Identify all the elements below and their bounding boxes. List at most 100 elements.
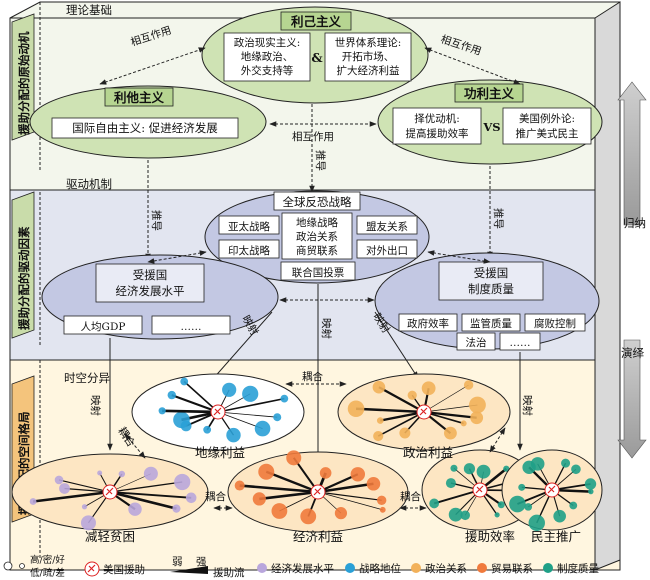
cluster-label-political: 政治利益 [403, 445, 453, 460]
recipient-dot [448, 507, 463, 522]
aid-flow-line [64, 487, 111, 493]
map-arrow-3 [374, 311, 419, 379]
us-aid-icon [475, 485, 484, 494]
recipient-dot [242, 385, 259, 402]
aid-flow-line [378, 386, 425, 413]
recipient-dot [167, 390, 176, 400]
recipient-dot [54, 475, 64, 485]
us-aid-icon [213, 407, 222, 416]
recipient-dot [469, 396, 486, 414]
recipient-dot [59, 483, 70, 494]
svg-text:经济发展水平: 经济发展水平 [271, 562, 334, 575]
recipient-dot [174, 473, 191, 491]
svg-text:择优动机:: 择优动机: [414, 112, 460, 125]
svg-text:推广美式民主: 推广美式民主 [516, 127, 579, 140]
map-arrow-1 [211, 311, 273, 381]
recipient-dot [172, 504, 181, 513]
layer-title-driver: 驱动机制 [66, 177, 112, 191]
svg-text:耦合: 耦合 [400, 490, 421, 503]
recipient-dot [319, 467, 332, 479]
recipient-dot [460, 420, 467, 427]
cluster-democracy [501, 449, 603, 532]
recipient-dot [584, 478, 597, 490]
recipient-dot [528, 514, 545, 532]
recipient-dot [350, 467, 366, 482]
svg-text:援助分配的驱动因素: 援助分配的驱动因素 [17, 226, 31, 330]
svg-text:法治: 法治 [466, 336, 487, 349]
recipient-dot [399, 427, 411, 439]
recipient-dot [379, 506, 386, 513]
svg-text:政治现实主义:: 政治现实主义: [234, 36, 301, 49]
recipient-dot [271, 503, 288, 519]
recipient-dot [470, 411, 484, 425]
induction-arrow: 归纳 [617, 81, 647, 230]
svg-text:商贸联系: 商贸联系 [296, 244, 338, 257]
svg-text:贸易联系: 贸易联系 [491, 563, 533, 575]
recipient-dot [373, 430, 384, 442]
recipient-dot [185, 492, 197, 504]
recipient-dot [460, 510, 470, 521]
aid-flow-line [217, 411, 278, 418]
legend-level: 高/密/好 低/疏/差 [3, 554, 65, 579]
svg-text:提高援助效率: 提高援助效率 [406, 127, 469, 140]
economic-level-ellipse: 受援国 经济发展水平 人均GDP …… [41, 254, 279, 340]
svg-text:外交支持等: 外交支持等 [241, 64, 294, 77]
svg-text:盟友关系: 盟友关系 [366, 220, 408, 233]
recipient-dot [553, 509, 566, 523]
cluster-economic [227, 450, 409, 533]
recipient-dot [29, 498, 37, 505]
recipient-dot [226, 427, 241, 443]
svg-text:全球反恐战略: 全球反恐战略 [283, 195, 352, 209]
recipient-dot [518, 483, 526, 491]
aid-flow-line [355, 407, 425, 414]
aid-flow-line [162, 409, 219, 414]
recipient-dot [571, 464, 581, 475]
layer-title-spatial: 时空分异 [64, 371, 110, 385]
svg-text:美国援助: 美国援助 [103, 563, 145, 576]
svg-text:&: & [311, 50, 323, 65]
recipient-dot [588, 488, 594, 495]
legend-trade-dot: 贸易联系 [477, 563, 533, 575]
egoism-ellipse: 利己主义 政治现实主义: 地缘政治、 外交支持等 & 世界体系理论: 开拓市场、… [201, 6, 429, 104]
svg-text:相互作用: 相互作用 [292, 130, 334, 143]
aid-flow-line [317, 491, 383, 511]
us-aid-icon [313, 487, 322, 496]
recipient-dot [509, 495, 526, 513]
svg-text:政府效率: 政府效率 [407, 317, 449, 330]
recipient-dot [280, 394, 289, 403]
svg-text:推导: 推导 [150, 210, 163, 231]
recipient-dot [118, 470, 126, 478]
aid-flow-line [171, 394, 219, 413]
recipient-dot [128, 502, 142, 516]
aid-flow-line [265, 470, 319, 494]
strategy-ellipse: 全球反恐战略 亚太战略 印太战略 地缘战略 政治关系 商贸联系 盟友关系 对外出… [204, 190, 430, 284]
legend-strategic-dot: 战略地位 [345, 562, 401, 575]
aid-flow-line [423, 410, 477, 419]
institution-ellipse: 受援国 制度质量 政府效率 监管质量 腐败控制 法治 …… [374, 252, 600, 351]
aid-flow-line [109, 490, 177, 510]
aid-flow-line [32, 490, 111, 503]
svg-text:演绎: 演绎 [621, 346, 644, 360]
svg-text:美国例外论:: 美国例外论: [519, 112, 575, 125]
svg-text:耦合: 耦合 [205, 490, 226, 503]
svg-text:扩大经济利益: 扩大经济利益 [337, 64, 400, 77]
svg-text:映射: 映射 [320, 318, 333, 339]
svg-text:耦合: 耦合 [302, 370, 323, 383]
aid-flow-line [217, 397, 285, 413]
recipient-dot [376, 495, 387, 506]
couple-left-arrow [124, 433, 146, 459]
legend-political-dot: 政治关系 [411, 562, 467, 575]
aid-flow-line [58, 479, 111, 493]
recipient-dot [81, 504, 88, 510]
recipient-dot [444, 426, 457, 440]
side-label-driver: 援助分配的驱动因素 [11, 191, 35, 339]
svg-text:受援国: 受援国 [133, 268, 168, 282]
svg-text:国际自由主义: 促进经济发展: 国际自由主义: 促进经济发展 [72, 121, 218, 135]
cluster-political [337, 373, 511, 451]
svg-text:对外出口: 对外出口 [366, 244, 408, 257]
aid-flow-line [183, 380, 219, 413]
svg-text:腐败控制: 腐败控制 [534, 317, 576, 330]
svg-text:援助分配的原始动机: 援助分配的原始动机 [17, 31, 31, 135]
legend: 高/密/好 低/疏/差 美国援助 弱 强 援助流 经济发展水平 战略地位 政治关… [3, 554, 599, 579]
